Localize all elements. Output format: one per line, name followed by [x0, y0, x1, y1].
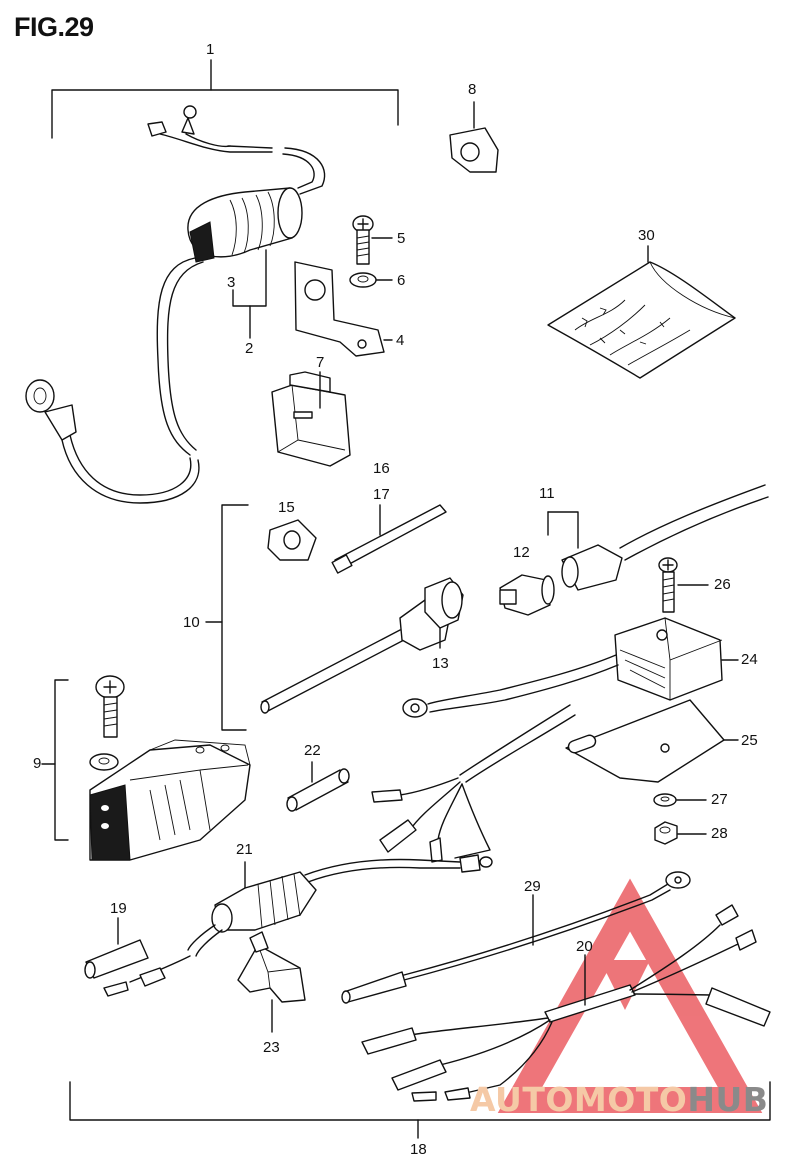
- callout-22: 22: [304, 742, 321, 759]
- callout-4: 4: [396, 332, 405, 349]
- clamp-part-23: [237, 931, 306, 1033]
- callout-8: 8: [468, 81, 477, 98]
- callout-7: 7: [316, 354, 325, 371]
- screw-part-5: [352, 215, 393, 265]
- callout-30: 30: [638, 227, 655, 244]
- callout-1: 1: [206, 41, 215, 58]
- watermark-text-part2: HUB: [687, 1080, 769, 1119]
- wire-harness-part-20: [361, 904, 771, 1102]
- callout-9: 9: [33, 755, 42, 772]
- connector-part-12: [499, 574, 555, 616]
- bracket-part-18: [69, 1081, 771, 1139]
- callout-12: 12: [513, 544, 530, 561]
- callout-23: 23: [263, 1039, 280, 1056]
- ignition-coil-assembly: [25, 105, 326, 504]
- bracket-part-9: [41, 679, 69, 841]
- callout-24: 24: [741, 651, 758, 668]
- callout-29: 29: [524, 878, 541, 895]
- washer-part-6: [349, 272, 393, 288]
- callout-6: 6: [397, 272, 406, 289]
- callout-3: 3: [227, 274, 236, 291]
- fuse-holder-part-21: [103, 854, 493, 997]
- bracket-part-1: [51, 59, 399, 139]
- callout-13: 13: [432, 655, 449, 672]
- callout-18: 18: [410, 1141, 427, 1158]
- callout-11: 11: [539, 485, 555, 502]
- wire-part-29: [341, 871, 691, 1004]
- connector-part-13: [260, 577, 464, 714]
- callout-27: 27: [711, 791, 728, 808]
- bracket-plate-part-4: [294, 261, 393, 357]
- callout-16: 16: [373, 460, 390, 477]
- rectifier-part-24: [402, 617, 739, 718]
- watermark-text: AUTOMOTOHUB: [470, 1080, 768, 1119]
- fuse-part-22: [286, 761, 350, 812]
- grommet-part-15: [267, 519, 317, 561]
- rubber-cap-part-7: [271, 371, 351, 467]
- callout-26: 26: [714, 576, 731, 593]
- bracket-part-10: [205, 504, 249, 731]
- grommet-part-8: [449, 101, 499, 173]
- washer-part-27: [653, 793, 707, 807]
- nut-part-28: [654, 821, 707, 845]
- connector-part-11: [547, 484, 769, 591]
- parts-bag-part-30: [547, 245, 736, 379]
- callout-5: 5: [397, 230, 406, 247]
- callout-25: 25: [741, 732, 758, 749]
- callout-2: 2: [245, 340, 254, 357]
- bracket-part-25: [565, 699, 739, 783]
- callout-10: 10: [183, 614, 200, 631]
- callout-17: 17: [373, 486, 390, 503]
- cdi-unit-part-9: [89, 675, 251, 861]
- fuse-cap-part-19: [84, 917, 149, 979]
- callout-19: 19: [110, 900, 127, 917]
- screw-part-26: [658, 557, 709, 613]
- watermark-text-part1: AUTOMOTO: [470, 1080, 688, 1119]
- callout-28: 28: [711, 825, 728, 842]
- cable-tie-part-17: [331, 504, 447, 574]
- callout-21: 21: [236, 841, 253, 858]
- figure-title: FIG.29: [14, 12, 94, 42]
- callout-15: 15: [278, 499, 295, 516]
- rectifier-harness: [371, 704, 576, 863]
- callout-20: 20: [576, 938, 593, 955]
